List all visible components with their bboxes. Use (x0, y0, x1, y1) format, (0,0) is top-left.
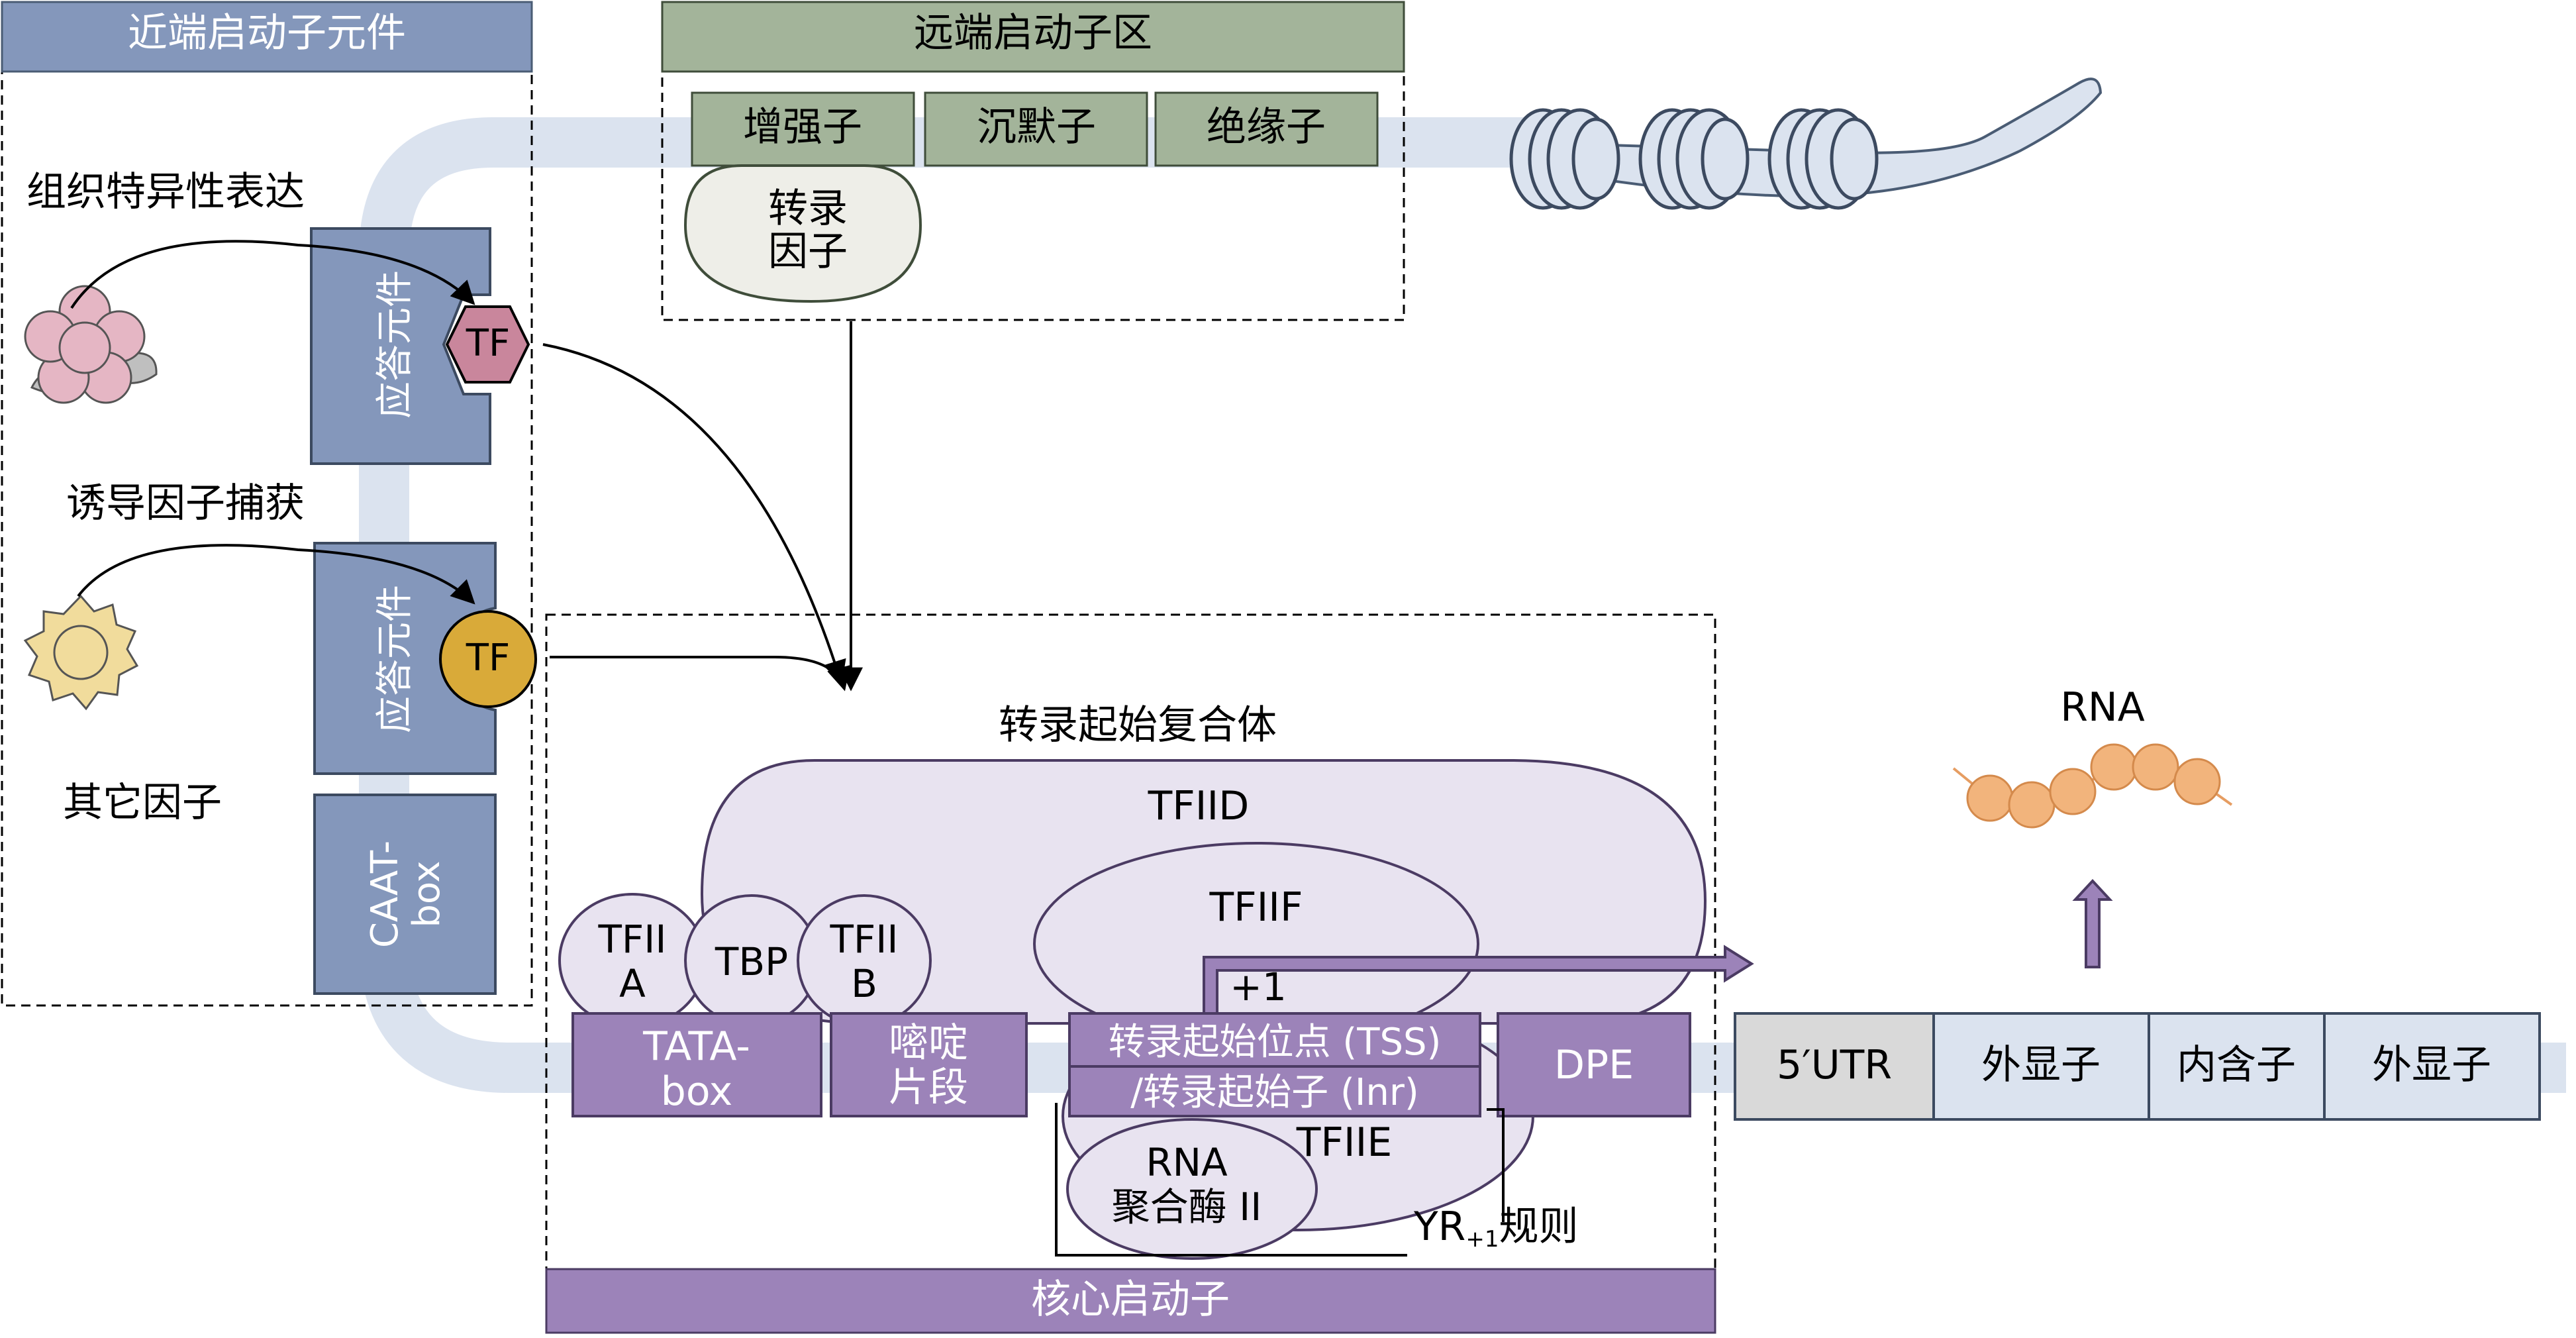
induction-label: 诱导因子捕获 (66, 480, 305, 527)
tf-circle-icon (439, 610, 537, 708)
tf-hexagon-label: TF (466, 322, 510, 365)
sun-icon (23, 594, 139, 711)
exon2-box (2323, 1012, 2541, 1121)
core-title: 核心启动子 (1031, 1276, 1230, 1323)
insulator-label: 绝缘子 (1207, 104, 1326, 150)
complex-title: 转录起始复合体 (999, 702, 1277, 748)
tss-label: 转录起始位点 (TSS) (1109, 1021, 1442, 1064)
silencer-box (924, 91, 1148, 167)
exon2-label: 外显子 (2372, 1042, 2491, 1088)
caat-box-label-line2: box (405, 860, 448, 927)
tfiie-label: TFIIE (1296, 1119, 1392, 1166)
caat-box-label-line1: CAAT- (364, 841, 407, 948)
proximal-title: 近端启动子元件 (128, 10, 406, 56)
induction-arrow (77, 544, 475, 605)
chromatin-icon (1509, 77, 2103, 210)
inr-label: /转录起始子 (Inr) (1130, 1071, 1418, 1114)
pyrimidine-box (830, 1012, 1028, 1117)
intron-box (2148, 1012, 2326, 1121)
tbp-label: TBP (715, 939, 788, 984)
silencer-label: 沉默子 (977, 104, 1096, 150)
tfiib-line2: B (851, 961, 877, 1006)
tf-circle-label: TF (466, 637, 510, 680)
rna-pol-ii-line2: 聚合酶 II (1112, 1184, 1262, 1229)
other-factors-label: 其它因子 (63, 780, 222, 826)
tfiia-line1: TFII (597, 917, 666, 962)
tissue-arrow (70, 240, 475, 309)
distal-title-bar (661, 1, 1405, 73)
plus-one-label: +1 (1230, 964, 1287, 1009)
yr-rule-label: YR+1规则 (1413, 1204, 1578, 1253)
utr-label: 5′UTR (1777, 1042, 1892, 1088)
tfiid-label: TFIID (1148, 783, 1250, 829)
tata-box-line2: box (661, 1068, 732, 1115)
tfiib-line1: TFII (829, 917, 898, 962)
rna-strand-icon (1952, 743, 2233, 829)
caat-box (313, 794, 497, 995)
enhancer-box (691, 91, 915, 167)
flower-icon (24, 285, 158, 404)
distal-tf-line1: 转录 (768, 185, 848, 232)
tss-box (1068, 1012, 1481, 1068)
yr-rule-bracket (1055, 1103, 1505, 1257)
proximal-title-bar (1, 1, 533, 73)
pyrimidine-line1: 嘧啶 (889, 1020, 968, 1066)
inr-box (1068, 1065, 1481, 1117)
tissue-specific-label: 组织特异性表达 (26, 169, 305, 215)
dpe-box (1497, 1012, 1691, 1117)
utr-box (1734, 1012, 1935, 1121)
pyrimidine-line2: 片段 (889, 1064, 968, 1111)
distal-tf-line2: 因子 (768, 229, 848, 275)
insulator-box (1154, 91, 1379, 167)
tfiia-line2: A (619, 961, 646, 1006)
tf-circle-to-core-arrow (550, 656, 850, 692)
core-title-bar (545, 1268, 1716, 1334)
tfiif-label: TFIIF (1209, 884, 1303, 931)
tata-box-line1: TATA- (642, 1023, 750, 1070)
intron-label: 内含子 (2177, 1042, 2296, 1088)
rna-label: RNA (2060, 684, 2145, 731)
response-element-2-label: 应答元件 (373, 585, 417, 733)
response-element-1-label: 应答元件 (373, 270, 417, 419)
tata-box (571, 1012, 822, 1117)
response-element-1-shape (310, 227, 491, 465)
dpe-label: DPE (1554, 1042, 1634, 1088)
tf-hexagon-icon (445, 305, 530, 384)
transcription-up-arrow (2072, 879, 2113, 968)
enhancer-label: 增强子 (743, 104, 862, 150)
tf-hexagon-to-core-arrow (542, 343, 846, 685)
exon1-label: 外显子 (1981, 1042, 2101, 1088)
tss-arrow (1203, 945, 1754, 1016)
rna-pol-ii-shape (1066, 1118, 1318, 1260)
rna-pol-ii-line1: RNA (1146, 1140, 1228, 1185)
distal-tf-blob (683, 164, 922, 303)
distal-title: 远端启动子区 (914, 10, 1152, 56)
